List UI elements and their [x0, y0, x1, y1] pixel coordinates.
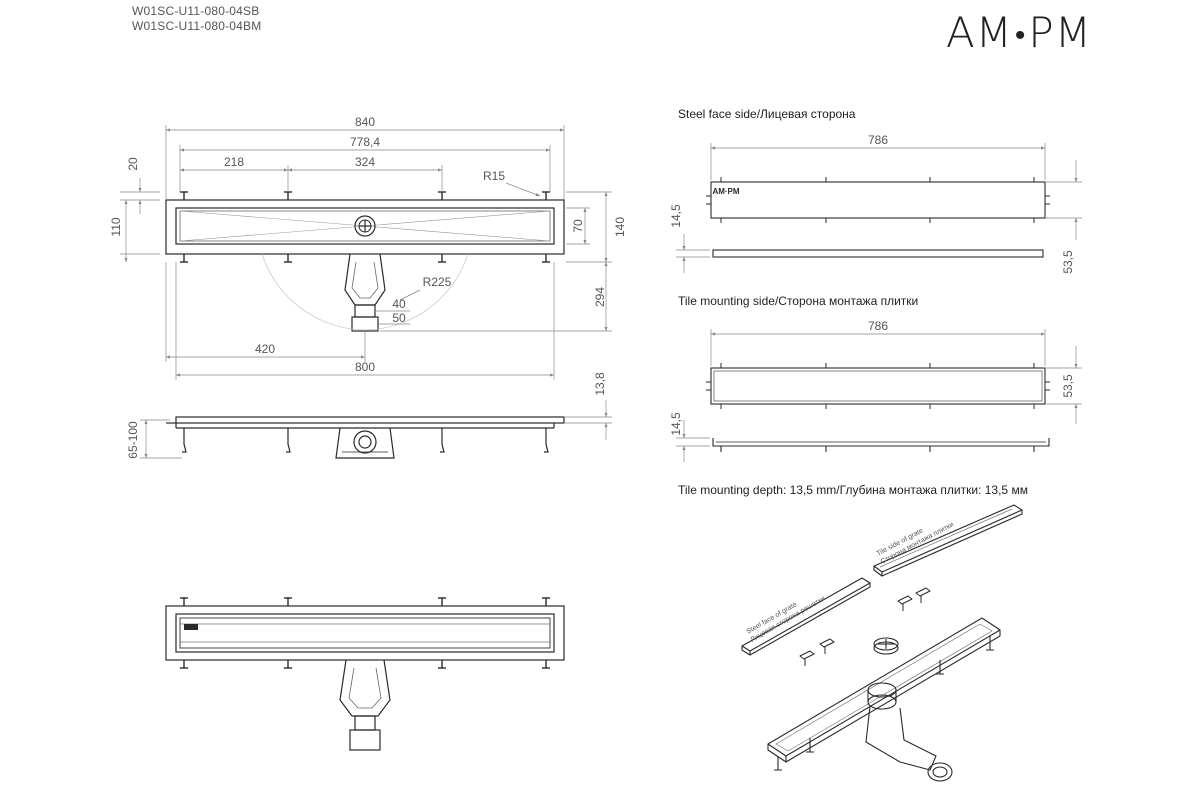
dim-294: 294	[593, 287, 607, 307]
grate-face-dim-786: 786	[868, 133, 888, 147]
dim-778: 778,4	[350, 135, 380, 149]
bottom-view-grate-logo-icon	[184, 624, 198, 630]
top-view	[165, 191, 565, 332]
grate-face-plate	[710, 181, 1046, 219]
dim-r225: R225	[423, 275, 452, 289]
caption-tile-depth: Tile mounting depth: 13,5 mm/Глубина мон…	[678, 483, 1028, 497]
iso-grate-tile-side	[873, 504, 1023, 577]
dim-420: 420	[255, 342, 275, 356]
iso-drain-cap	[873, 637, 899, 655]
caption-steel-face: Steel face side/Лицевая сторона	[678, 107, 856, 121]
dim-800: 800	[355, 360, 375, 374]
side-view-dimension-labels: 13,8 65-100	[126, 372, 607, 459]
grate-face-dimensions	[676, 143, 1082, 273]
dim-218: 218	[224, 155, 244, 169]
grate-tile-dim-53-5: 53,5	[1061, 374, 1075, 398]
side-view	[166, 416, 565, 459]
dim-50: 50	[392, 311, 406, 325]
caption-tile-side: Tile mounting side/Сторона монтажа плитк…	[678, 294, 919, 308]
model-codes: W01SC-U11-080-04SB W01SC-U11-080-04BM	[132, 4, 261, 34]
drain-outlet	[354, 215, 376, 237]
dim-40: 40	[392, 297, 406, 311]
dim-140: 140	[613, 217, 627, 237]
brand-dot-icon: •	[1014, 18, 1027, 53]
iso-label-steel-ru: Лицевая сторона решетки	[750, 595, 827, 644]
siphon-outlet	[351, 316, 379, 332]
grate-face-view	[706, 177, 1050, 258]
grate-tile-dim-14-5: 14,5	[669, 412, 683, 436]
brand-left: AM	[945, 8, 1013, 57]
top-view-channel	[175, 207, 555, 245]
dim-13-8: 13,8	[593, 372, 607, 396]
grate-tile-view	[706, 363, 1050, 452]
dim-65-100: 65-100	[126, 421, 140, 459]
iso-channel-body	[767, 617, 1001, 771]
iso-mounting-clips	[799, 587, 931, 666]
siphon-body	[344, 253, 386, 306]
top-view-dimension-labels: 840 778,4 218 324 20 110 70 140 294 R15 …	[109, 115, 627, 374]
grate-tile-dim-786: 786	[868, 319, 888, 333]
model-code-2: W01SC-U11-080-04BM	[132, 19, 262, 33]
top-view-frame	[165, 199, 565, 255]
dim-840: 840	[355, 115, 375, 129]
dim-r15: R15	[483, 169, 505, 183]
bottom-view	[165, 597, 565, 751]
side-view-legs	[182, 428, 549, 453]
grate-tile-dimensions	[676, 329, 1082, 462]
brand-right: PM	[1028, 8, 1092, 57]
grate-tile-dimension-labels: 786 14,5 53,5	[669, 319, 1075, 436]
grate-tile-plate	[710, 367, 1046, 405]
bottom-view-feet	[180, 597, 550, 669]
grate-face-dimension-labels: 786 14,5 53,5	[669, 133, 1075, 274]
model-code-1: W01SC-U11-080-04SB	[132, 4, 260, 18]
side-view-dimensions	[140, 400, 612, 459]
side-view-channel	[175, 416, 565, 424]
grate-face-logo: AM·PM	[712, 187, 739, 196]
isometric-view	[741, 504, 1023, 782]
brand-logo: AM•PM	[946, 8, 1092, 57]
dim-70: 70	[571, 219, 585, 233]
bottom-view-frame	[165, 605, 565, 661]
dim-110: 110	[109, 217, 123, 236]
iso-grate-steel-face	[741, 577, 871, 656]
iso-labels: Tile side of grate Сторона монтажа плитк…	[746, 521, 956, 644]
iso-siphon	[865, 682, 953, 782]
top-view-dimensions	[120, 125, 612, 380]
grate-face-dim-53-5: 53,5	[1061, 250, 1075, 274]
dim-324: 324	[355, 155, 375, 169]
side-view-siphon	[335, 427, 395, 459]
bottom-view-siphon-outlet	[349, 729, 381, 751]
dim-20: 20	[126, 157, 140, 171]
grate-tile-edge	[712, 438, 1050, 447]
grate-face-edge	[712, 249, 1044, 258]
grate-face-dim-14-5: 14,5	[669, 204, 683, 228]
